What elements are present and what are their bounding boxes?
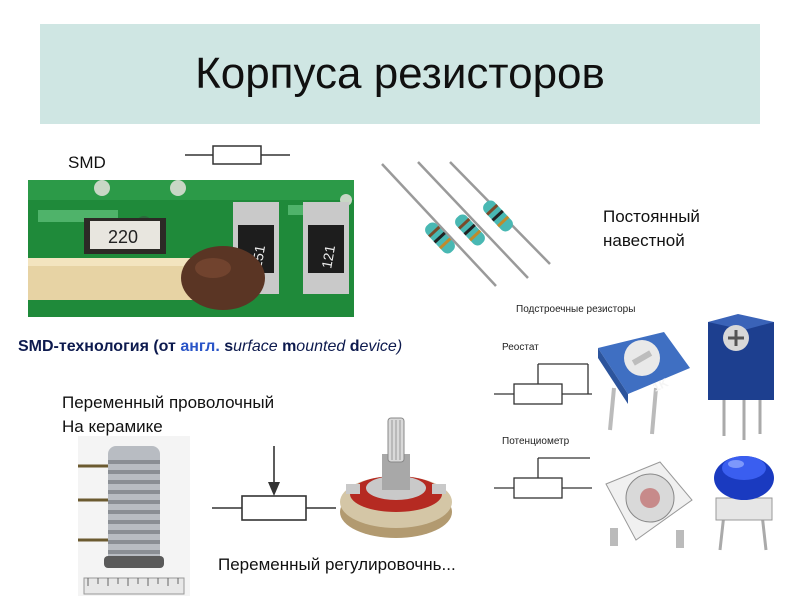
trimmer-heading: Подстроечные резисторы [516,304,636,315]
blue-trimmer-photo: 1K [598,332,690,435]
potentiometer-label: Потенциометр [502,436,570,447]
slide-title: Корпуса резисторов [195,49,605,98]
title-bar: Корпуса резисторов [40,24,760,124]
trim-1k-label: 1K [650,375,670,394]
rheostat-symbol [494,363,592,405]
smd-technology-caption: SMD-технология (от англ. surface mounted… [18,338,403,355]
rheostat-label: Реостат [502,342,539,353]
wirewound-resistor-photo [78,436,190,596]
smd-photo: 220 151 121 [28,180,354,317]
resistor-symbol-fixed [185,145,290,165]
trimmer-panel: Подстроечные резисторы Реостат Потенциом… [484,298,784,560]
chip-121-label: 121 [318,244,338,270]
white-trimmer-photo [605,461,693,548]
fixed-resistor-label-2: навестной [603,231,685,250]
chip-220-label: 220 [108,227,138,247]
wirewound-label-2: На керамике [62,417,163,436]
blue-knob-trimmer-photo [714,456,774,551]
potentiometer-photo [332,414,456,544]
fixed-resistor-label-1: Постоянный [603,207,700,226]
adjustable-resistor-label: Переменный регулировочнь... [218,555,456,574]
potentiometer-symbol [494,457,592,499]
smd-label: SMD [68,153,106,172]
wirewound-label-1: Переменный проволочный [62,393,275,412]
variable-resistor-symbol [212,446,336,521]
square-trimmer-photo [708,314,774,440]
axial-resistors-photo [378,160,552,290]
